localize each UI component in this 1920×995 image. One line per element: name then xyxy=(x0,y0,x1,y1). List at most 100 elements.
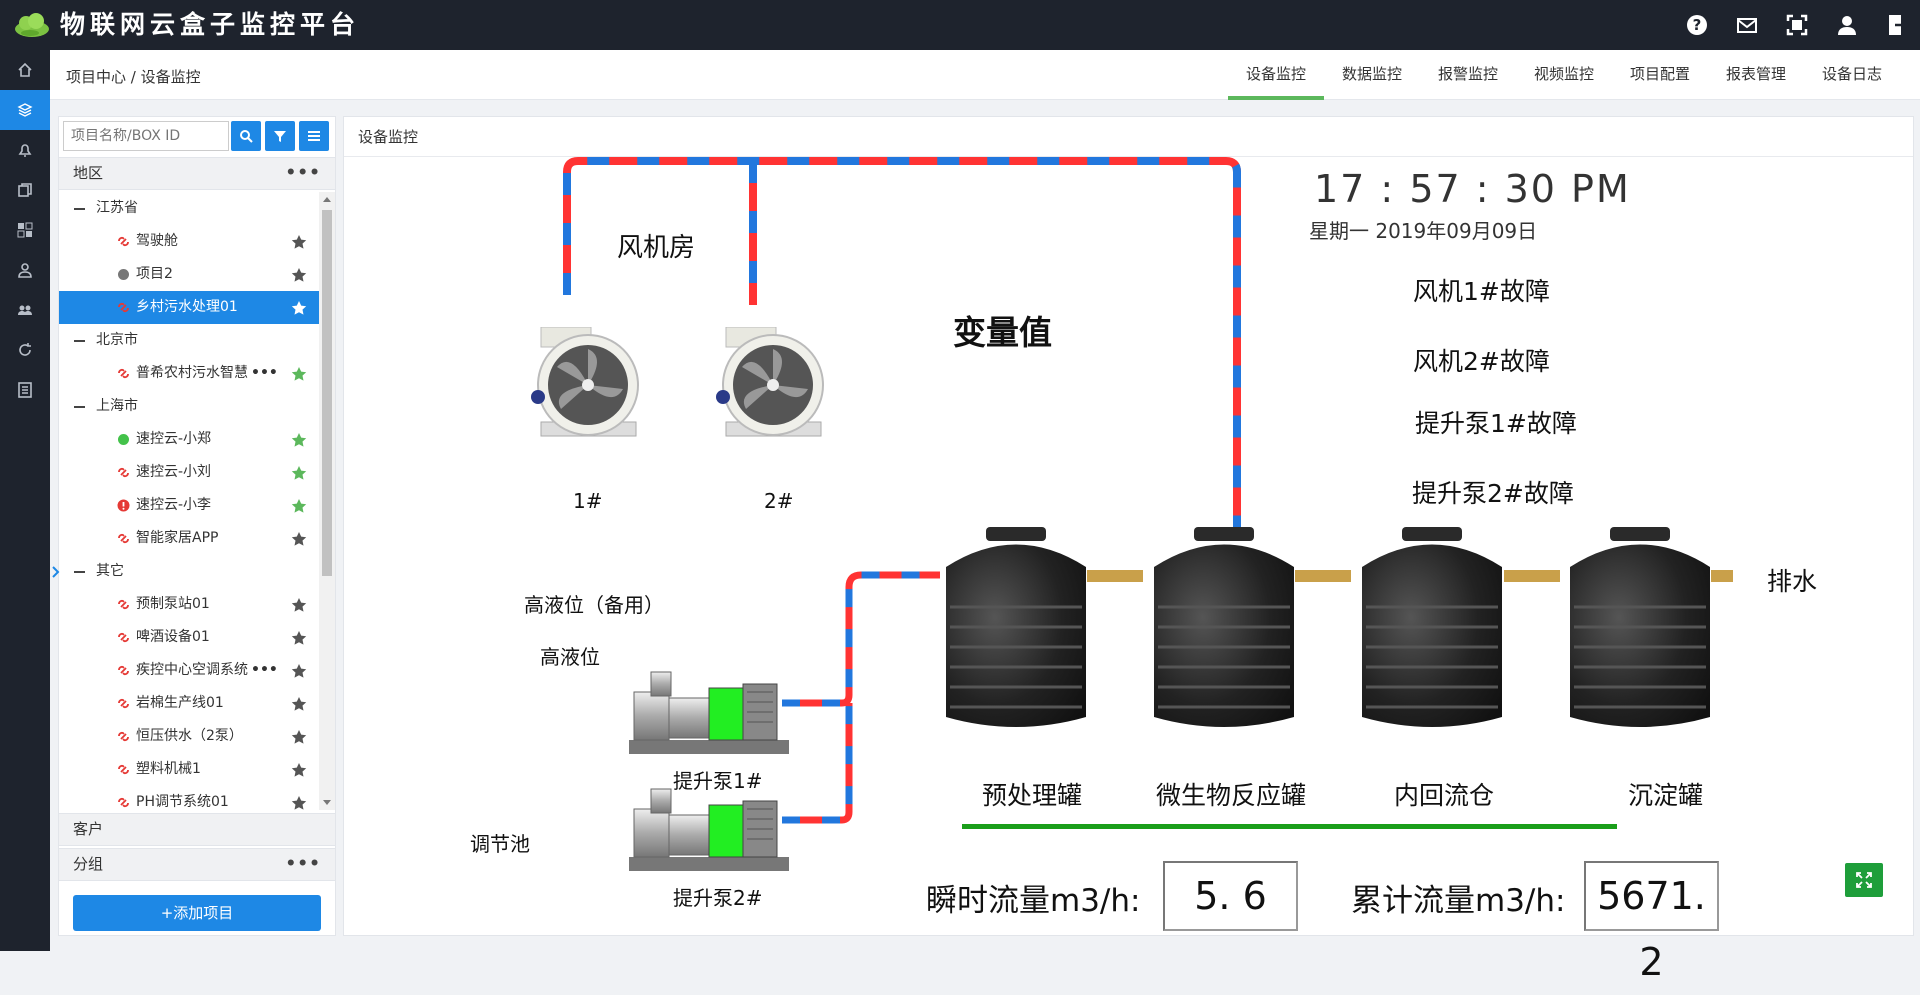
menu-button[interactable] xyxy=(299,121,329,151)
tab-video-monitor[interactable]: 视频监控 xyxy=(1533,65,1594,83)
high-level-label: 高液位 xyxy=(540,645,600,669)
broken-link-icon xyxy=(117,763,130,776)
pump-2-label: 提升泵2# xyxy=(673,886,763,910)
nav-alarm[interactable] xyxy=(0,130,50,170)
tree-project-item[interactable]: 塑料机械1 xyxy=(59,753,319,786)
tree-project-item[interactable]: 乡村污水处理01 xyxy=(59,291,319,324)
alarm-fan-2: 风机2#故障 xyxy=(1413,347,1550,376)
star-icon[interactable] xyxy=(291,267,307,283)
broken-link-icon xyxy=(117,598,130,611)
cloud-logo-icon xyxy=(15,13,49,37)
collapse-icon[interactable] xyxy=(74,571,85,573)
collapse-icon[interactable] xyxy=(74,208,85,210)
star-icon[interactable] xyxy=(291,762,307,778)
star-icon[interactable] xyxy=(291,498,307,514)
tab-project-config[interactable]: 项目配置 xyxy=(1629,65,1690,83)
breadcrumb-bar: 项目中心 / 设备监控 设备监控 数据监控 报警监控 视频监控 项目配置 报表管… xyxy=(50,50,1920,100)
star-icon[interactable] xyxy=(291,465,307,481)
layers-icon xyxy=(17,103,33,117)
tree-project-item[interactable]: 驾驶舱 xyxy=(59,225,319,258)
star-icon[interactable] xyxy=(291,531,307,547)
star-icon[interactable] xyxy=(291,300,307,316)
more-icon[interactable]: ••• xyxy=(251,662,278,678)
region-header[interactable]: 地区••• xyxy=(59,157,335,190)
star-icon[interactable] xyxy=(291,432,307,448)
left-nav xyxy=(0,50,50,951)
tree-scrollbar[interactable] xyxy=(319,192,335,810)
tree-project-item[interactable]: 速控云-小李 xyxy=(59,489,319,522)
tree-project-item[interactable]: 啤酒设备01 xyxy=(59,621,319,654)
fan-1-label: 1# xyxy=(573,489,603,513)
scrollbar-thumb[interactable] xyxy=(322,210,332,576)
nav-copy[interactable] xyxy=(0,170,50,210)
tree-group[interactable]: 其它 xyxy=(59,555,319,588)
grid-icon xyxy=(17,222,33,238)
nav-grid[interactable] xyxy=(0,210,50,250)
fullscreen-icon[interactable] xyxy=(1785,13,1809,37)
tab-device-monitor[interactable]: 设备监控 xyxy=(1228,50,1324,100)
star-icon[interactable] xyxy=(291,795,307,810)
more-icon[interactable]: ••• xyxy=(251,365,278,381)
tab-report[interactable]: 报表管理 xyxy=(1725,65,1786,83)
tree-project-item[interactable]: 速控云-小郑 xyxy=(59,423,319,456)
customer-header[interactable]: 客户 xyxy=(59,813,335,846)
tank-connector xyxy=(1087,570,1143,582)
group-header[interactable]: 分组••• xyxy=(59,848,335,881)
tab-device-log[interactable]: 设备日志 xyxy=(1821,65,1882,83)
star-icon[interactable] xyxy=(291,663,307,679)
collapse-icon[interactable] xyxy=(74,406,85,408)
nav-sync[interactable] xyxy=(0,330,50,370)
tab-data-monitor[interactable]: 数据监控 xyxy=(1341,65,1402,83)
more-icon[interactable]: ••• xyxy=(285,163,321,183)
tree-project-item[interactable]: 速控云-小刘 xyxy=(59,456,319,489)
search-button[interactable] xyxy=(231,121,261,151)
nav-user[interactable] xyxy=(0,250,50,290)
idle-dot-icon xyxy=(117,268,130,281)
filter-button[interactable] xyxy=(265,121,295,151)
nav-group[interactable] xyxy=(0,290,50,330)
more-icon[interactable]: ••• xyxy=(285,854,321,874)
star-icon[interactable] xyxy=(291,597,307,613)
search-input[interactable] xyxy=(63,121,229,151)
home-icon xyxy=(18,62,32,77)
tree-project-item[interactable]: 项目2 xyxy=(59,258,319,291)
app-title: 物联网云盒子监控平台 xyxy=(60,10,361,39)
tree-group[interactable]: 江苏省 xyxy=(59,192,319,225)
tree-project-item[interactable]: 岩棉生产线01 xyxy=(59,687,319,720)
tree-project-label: 普希农村污水智慧 xyxy=(136,365,248,381)
star-icon[interactable] xyxy=(291,234,307,250)
nav-log[interactable] xyxy=(0,370,50,410)
star-icon[interactable] xyxy=(291,366,307,382)
tree-project-item[interactable]: 预制泵站01 xyxy=(59,588,319,621)
tree-project-item[interactable]: 疾控中心空调系统••• xyxy=(59,654,319,687)
scroll-up-icon[interactable] xyxy=(323,196,331,202)
user-icon[interactable] xyxy=(1835,13,1859,37)
variable-title: 变量值 xyxy=(953,313,1052,352)
bioreactor-tank-icon xyxy=(1154,527,1294,727)
tree-group[interactable]: 上海市 xyxy=(59,390,319,423)
tab-alarm-monitor[interactable]: 报警监控 xyxy=(1437,65,1498,83)
broken-link-icon xyxy=(117,664,130,677)
tree-project-item[interactable]: 恒压供水（2泵） xyxy=(59,720,319,753)
mail-icon[interactable] xyxy=(1735,13,1759,37)
add-project-button[interactable]: +添加项目 xyxy=(73,895,321,931)
tree-project-item[interactable]: 智能家居APP xyxy=(59,522,319,555)
expand-button[interactable] xyxy=(1845,863,1883,897)
collapse-arrow-icon[interactable] xyxy=(52,566,60,578)
tank-label-sedimentation: 沉淀罐 xyxy=(1628,781,1704,810)
fan-2-label: 2# xyxy=(764,489,794,513)
tree-group[interactable]: 北京市 xyxy=(59,324,319,357)
help-icon[interactable]: ? xyxy=(1685,13,1709,37)
star-icon[interactable] xyxy=(291,696,307,712)
scroll-down-icon[interactable] xyxy=(323,800,331,806)
star-icon[interactable] xyxy=(291,729,307,745)
alarm-pump-2: 提升泵2#故障 xyxy=(1412,479,1574,508)
logout-icon[interactable] xyxy=(1885,13,1909,37)
nav-device[interactable] xyxy=(0,90,50,130)
tree-project-item[interactable]: 普希农村污水智慧••• xyxy=(59,357,319,390)
star-icon[interactable] xyxy=(291,630,307,646)
tree-project-item[interactable]: PH调节系统01 xyxy=(59,786,319,810)
alarm-fan-1: 风机1#故障 xyxy=(1413,277,1550,306)
collapse-icon[interactable] xyxy=(74,340,85,342)
nav-home[interactable] xyxy=(0,50,50,90)
